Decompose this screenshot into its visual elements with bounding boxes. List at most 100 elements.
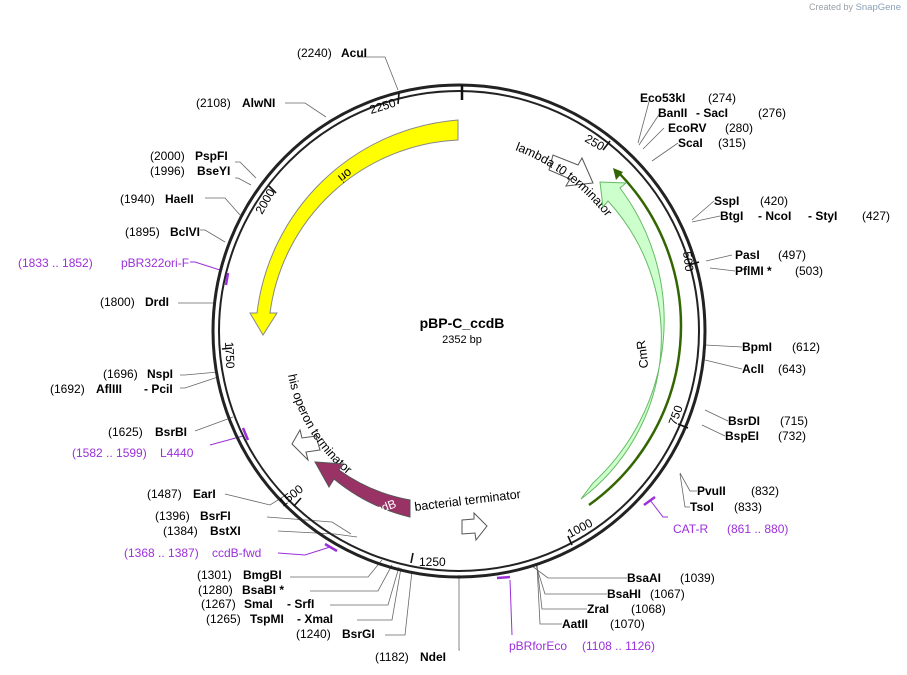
plasmid-length: 2352 bp bbox=[442, 334, 482, 346]
site-row-pasi[interactable]: PasI(497) bbox=[735, 248, 806, 262]
site-row-pflmi[interactable]: PflMI *(503) bbox=[735, 264, 823, 278]
site-afliii-enzyme-1: AflIII bbox=[96, 382, 122, 396]
site-row-bclvi[interactable]: (1895)BclVI bbox=[125, 225, 200, 239]
site-bspei-enzyme-0: BspEI bbox=[725, 429, 759, 443]
site-row-bsrgi[interactable]: (1240)BsrGI bbox=[296, 627, 375, 641]
site-pbr322ori-primer-text-1: pBR322ori-F bbox=[121, 256, 189, 270]
site-bsrdi-enzyme-0: BsrDI bbox=[728, 414, 760, 428]
site-zrai-enzyme-0: ZraI bbox=[587, 602, 609, 616]
site-row-eco53ki[interactable]: Eco53kI(274) bbox=[640, 91, 736, 105]
site-row-banii[interactable]: BanII- SacI(276) bbox=[658, 106, 786, 120]
site-row-bsrdi[interactable]: BsrDI(715) bbox=[728, 414, 808, 428]
site-row-scai[interactable]: ScaI(315) bbox=[678, 136, 746, 150]
site-aatii-position-1: (1070) bbox=[610, 617, 645, 631]
tick-label-2250: 2250 bbox=[368, 96, 398, 117]
site-row-bpmi[interactable]: BpmI(612) bbox=[742, 340, 820, 354]
site-acui-enzyme-1: AcuI bbox=[341, 46, 367, 60]
site-row-nspi[interactable]: (1696)NspI bbox=[103, 367, 173, 381]
site-bsabi-position-0: (1280) bbox=[198, 583, 233, 597]
leader-lines bbox=[178, 56, 743, 651]
site-acli-position-1: (643) bbox=[778, 362, 806, 376]
site-row-l4440[interactable]: (1582 .. 1599)L4440 bbox=[72, 446, 194, 460]
site-acui-position-0: (2240) bbox=[297, 46, 332, 60]
site-eari-enzyme-1: EarI bbox=[193, 487, 216, 501]
site-row-pbrforeco[interactable]: pBRforEco(1108 .. 1126) bbox=[509, 639, 655, 653]
site-row-pspfi[interactable]: (2000)PspFI bbox=[150, 149, 228, 163]
plasmid-name: pBP-C_ccdB bbox=[420, 315, 505, 331]
site-bstxi-enzyme-1: BstXI bbox=[210, 524, 241, 538]
site-row-bsahi[interactable]: BsaHI(1067) bbox=[607, 587, 685, 601]
site-row-btgi[interactable]: BtgI- NcoI- StyI(427) bbox=[720, 209, 890, 223]
site-pspfi-position-0: (2000) bbox=[150, 149, 185, 163]
backbone-inner bbox=[218, 90, 700, 572]
feature-ccdb-arrow[interactable] bbox=[314, 461, 411, 518]
site-nspi-position-0: (1696) bbox=[103, 367, 138, 381]
site-row-pbr322ori[interactable]: (1833 .. 1852)pBR322ori-F bbox=[18, 256, 189, 270]
site-row-bsrfi[interactable]: (1396)BsrFI bbox=[155, 509, 231, 523]
site-row-aatii[interactable]: AatII (1070) bbox=[562, 617, 645, 631]
site-afliii-position-0: (1692) bbox=[50, 382, 85, 396]
site-catr-primer-text-1: (861 .. 880) bbox=[727, 522, 788, 536]
site-row-bmgbi[interactable]: (1301)BmgBI bbox=[197, 568, 282, 582]
site-row-alwni[interactable]: (2108)AlwNI bbox=[196, 96, 275, 110]
site-aatii-enzyme-0: AatII bbox=[562, 617, 588, 631]
feature-his-terminator-arrow[interactable] bbox=[291, 428, 321, 462]
site-ndei-enzyme-1: NdeI bbox=[420, 650, 446, 664]
feature-his-terminator-label: his operon terminator bbox=[285, 373, 355, 477]
site-row-bspei[interactable]: BspEI(732) bbox=[725, 429, 806, 443]
site-row-bstxi[interactable]: (1384)BstXI bbox=[163, 524, 241, 538]
site-tsoi-enzyme-0: TsoI bbox=[690, 500, 714, 514]
site-bsrfi-enzyme-1: BsrFI bbox=[200, 509, 231, 523]
tick-label-1000: 1000 bbox=[565, 516, 595, 541]
site-row-drdi[interactable]: (1800)DrdI bbox=[100, 295, 169, 309]
site-drdi-position-0: (1800) bbox=[100, 295, 135, 309]
site-row-ndei[interactable]: (1182)NdeI bbox=[375, 650, 446, 664]
site-row-bseyi[interactable]: (1996)BseYI bbox=[150, 164, 230, 178]
site-tsoi-position-1: (833) bbox=[734, 500, 762, 514]
tick-label-750: 750 bbox=[666, 403, 686, 427]
tick-label-1250: 1250 bbox=[419, 555, 446, 569]
site-afliii-enzyme-2: - PciI bbox=[144, 382, 173, 396]
tick-label-1750: 1750 bbox=[222, 341, 237, 369]
site-row-eari[interactable]: (1487)EarI bbox=[147, 487, 216, 501]
site-eco53ki-position-1: (274) bbox=[708, 91, 736, 105]
site-row-ecorv[interactable]: EcoRV(280) bbox=[668, 121, 753, 135]
site-row-acui[interactable]: (2240) AcuI bbox=[297, 46, 367, 60]
site-row-bsrbi[interactable]: (1625)BsrBI bbox=[108, 425, 187, 439]
site-haeii-position-0: (1940) bbox=[120, 192, 155, 206]
feature-bacterial-terminator-label: bacterial terminator bbox=[414, 487, 522, 514]
site-row-pvuii[interactable]: PvuII(832) bbox=[697, 484, 779, 498]
site-row-zrai[interactable]: ZraI(1068) bbox=[587, 602, 666, 616]
site-bsahi-enzyme-0: BsaHI bbox=[607, 587, 641, 601]
site-row-acli[interactable]: AclI(643) bbox=[742, 362, 806, 376]
site-smai-enzyme-1: SmaI bbox=[244, 597, 273, 611]
tick-marks bbox=[221, 92, 700, 564]
site-ccdbfwd-primer-text-0: (1368 .. 1387) bbox=[124, 546, 199, 560]
site-btgi-enzyme-0: BtgI bbox=[720, 209, 743, 223]
site-row-haeii[interactable]: (1940)HaeII bbox=[120, 192, 194, 206]
site-bsrgi-enzyme-1: BsrGI bbox=[342, 627, 375, 641]
site-row-ccdbfwd[interactable]: (1368 .. 1387)ccdB-fwd bbox=[124, 546, 261, 560]
site-row-bsaai[interactable]: BsaAI(1039) bbox=[627, 571, 715, 585]
site-row-sspi[interactable]: SspI(420) bbox=[714, 194, 788, 208]
site-bpmi-enzyme-0: BpmI bbox=[742, 340, 772, 354]
site-row-afliii[interactable]: (1692) AflIII - PciI bbox=[50, 382, 173, 396]
site-pbrforeco-primer-text-1: (1108 .. 1126) bbox=[582, 639, 655, 653]
site-tspmi-position-0: (1265) bbox=[206, 612, 241, 626]
site-row-bsabi[interactable]: (1280)BsaBI * bbox=[198, 583, 284, 597]
site-bmgbi-position-0: (1301) bbox=[197, 568, 232, 582]
feature-bacterial-terminator-arrow[interactable] bbox=[461, 511, 488, 542]
credit-prefix: Created by bbox=[809, 2, 854, 12]
site-row-tsoi[interactable]: TsoI (833) bbox=[690, 500, 762, 514]
site-pasi-enzyme-0: PasI bbox=[735, 248, 760, 262]
site-smai-position-0: (1267) bbox=[201, 597, 236, 611]
site-row-smai[interactable]: (1267)SmaI- SrfI bbox=[201, 597, 314, 611]
feature-cmr-arrow[interactable] bbox=[580, 181, 665, 500]
site-row-catr[interactable]: CAT-R(861 .. 880) bbox=[673, 522, 788, 536]
feature-ori-arrow[interactable] bbox=[249, 119, 459, 336]
site-row-tspmi[interactable]: (1265)TspMI- XmaI bbox=[206, 612, 333, 626]
feature-cmr-orf-arrowhead bbox=[613, 168, 623, 180]
site-banii-enzyme-1: - SacI bbox=[696, 106, 728, 120]
feature-lambda-terminator-arrow[interactable] bbox=[548, 154, 594, 187]
